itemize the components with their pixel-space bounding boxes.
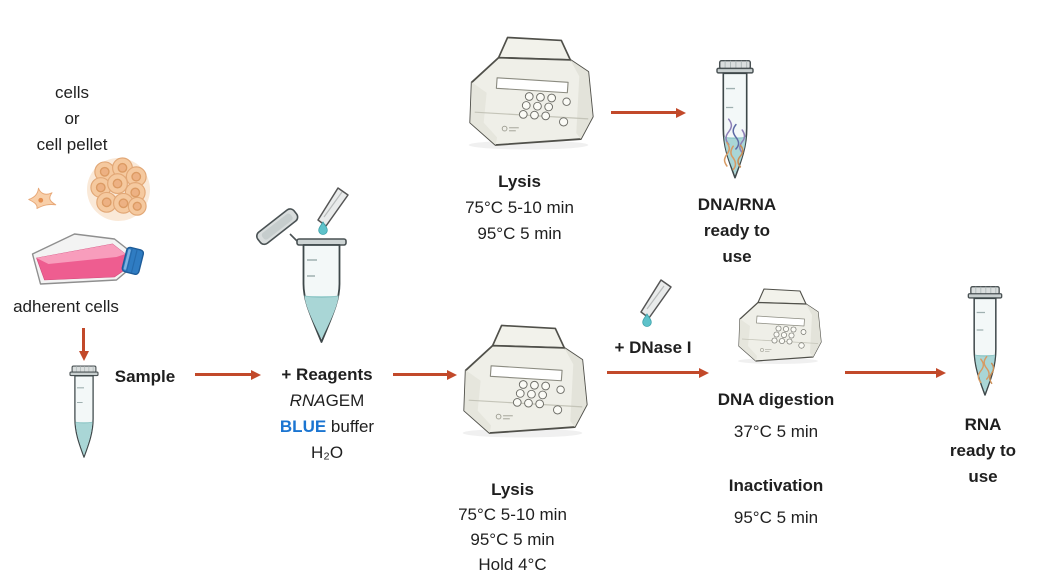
- digestion-title: DNA digestion: [717, 390, 835, 409]
- open-cap: [255, 208, 299, 246]
- thermocycler-bottom-icon: [446, 321, 596, 439]
- dnase-label: + DNase I: [614, 338, 692, 357]
- reagents-block: + Reagents RNAGEM BLUE buffer H₂O: [258, 362, 396, 466]
- reagent-drop-icon: [642, 313, 652, 327]
- cells-label-line1: cells: [54, 83, 89, 102]
- cell-cluster-icon: [86, 157, 151, 222]
- thermocycler-top-icon: [452, 33, 602, 151]
- reagents-water: H₂O: [310, 443, 344, 462]
- lysis-bottom-title: Lysis: [491, 480, 534, 499]
- reagents-product-italic: RNA: [289, 391, 326, 410]
- flow-arrow-lysis-to-dnarna: [611, 111, 677, 114]
- flow-arrow-down: [82, 328, 85, 352]
- pipette-tip-icon: [317, 187, 349, 227]
- adherent-cells-label: adherent cells: [13, 297, 119, 316]
- reagents-title: + Reagents: [281, 365, 373, 384]
- lysis-top-step1: 75°C 5-10 min: [465, 198, 574, 217]
- lysis-top-caption: Lysis 75°C 5-10 min 95°C 5 min: [442, 169, 597, 247]
- rna-ready-caption: RNA ready to use: [928, 412, 1038, 490]
- flow-arrow-to-rna: [845, 371, 937, 374]
- rna-ready-line1: RNA: [964, 415, 1002, 434]
- lysis-bottom-step2: 95°C 5 min: [470, 530, 555, 549]
- dna-rna-strands-icon: [723, 118, 746, 171]
- flask-cap: [121, 246, 144, 275]
- pipette-tip-icon: [640, 279, 672, 319]
- reagents-buffer-highlight: BLUE: [279, 417, 327, 436]
- reagent-drop-icon: [318, 221, 328, 235]
- rna-ready-line3: use: [968, 467, 998, 486]
- reagents-buffer-rest: buffer: [326, 417, 375, 436]
- lysis-bottom-caption: Lysis 75°C 5-10 min 95°C 5 min Hold 4°C: [435, 477, 590, 577]
- sample-label: Sample: [114, 367, 176, 386]
- flow-arrow-sample-to-reagents: [195, 373, 252, 376]
- dna-rna-ready-caption: DNA/RNA ready to use: [685, 192, 789, 270]
- digestion-step: 37°C 5 min: [733, 422, 819, 441]
- reagents-product: RNAGEM: [258, 388, 396, 414]
- rna-strands-icon: [977, 355, 995, 385]
- cells-label-line2: or: [64, 109, 80, 128]
- dna-rna-tube-icon: [708, 58, 762, 184]
- dnase-pipette-icon: [640, 279, 672, 327]
- lysis-bottom-step1: 75°C 5-10 min: [458, 505, 567, 524]
- sample-tube-icon: [63, 364, 105, 462]
- lysis-bottom-step3: Hold 4°C: [478, 555, 547, 574]
- dna-rna-ready-line3: use: [722, 247, 752, 266]
- open-microtube-icon: [255, 187, 349, 343]
- lysis-top-step2: 95°C 5 min: [477, 224, 562, 243]
- inactivation-title: Inactivation: [728, 476, 824, 495]
- cells-label: cells or cell pellet: [6, 80, 138, 158]
- single-cell-icon: [28, 187, 57, 209]
- flow-arrow-reagents-to-lysis: [393, 373, 448, 376]
- dna-rna-ready-line2: ready to: [703, 221, 771, 240]
- flow-arrow-dnase: [607, 371, 700, 374]
- thermocycler-small-icon: [727, 286, 827, 365]
- dna-rna-ready-line1: DNA/RNA: [697, 195, 777, 214]
- rna-tube-icon: [960, 284, 1010, 401]
- cells-label-line3: cell pellet: [36, 135, 108, 154]
- lysis-top-title: Lysis: [498, 172, 541, 191]
- inactivation-step: 95°C 5 min: [733, 508, 819, 527]
- reagents-buffer: BLUE buffer: [258, 414, 396, 440]
- reagents-product-rest: GEM: [325, 391, 365, 410]
- culture-flask-icon: [31, 233, 144, 285]
- rna-ready-line2: ready to: [949, 441, 1017, 460]
